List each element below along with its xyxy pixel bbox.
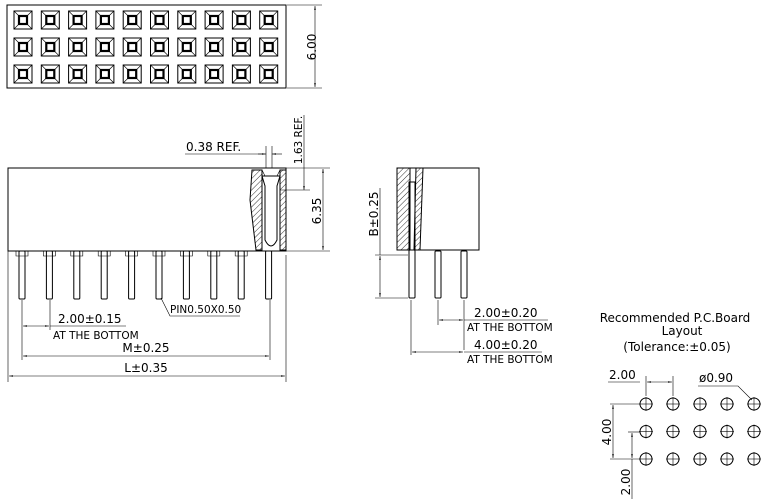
top-cell	[177, 37, 197, 57]
dim-ref-038: 0.38 REF.	[186, 140, 241, 154]
top-cell	[40, 64, 60, 84]
pcb-hole	[666, 397, 680, 411]
top-cell	[150, 10, 169, 30]
dim-pitch-note: AT THE BOTTOM	[53, 330, 139, 342]
front-pin	[180, 250, 193, 300]
top-cell	[150, 37, 169, 57]
side-pin-2	[434, 250, 442, 299]
dim-height-label: 6.35	[310, 198, 324, 225]
contact-spring	[261, 175, 281, 247]
top-view: 6.00	[6, 4, 322, 89]
top-cell	[68, 10, 88, 30]
top-cell	[259, 10, 279, 30]
top-cell	[40, 10, 60, 30]
dim-side-pitch1-note: AT THE BOTTOM	[467, 322, 553, 334]
dim-width-label: 6.00	[305, 34, 319, 61]
front-view-pins	[15, 250, 273, 300]
side-view: B±0.25 2.00±0.20 AT THE BOTTOM 4.00±0.20…	[367, 167, 553, 366]
top-cell	[68, 37, 88, 57]
front-pin	[234, 250, 248, 300]
front-pin	[265, 250, 273, 300]
top-cell	[177, 64, 197, 84]
front-pin	[43, 250, 56, 300]
top-cell	[95, 64, 115, 84]
top-cell	[13, 64, 33, 84]
top-cell	[13, 10, 33, 30]
top-cell	[204, 10, 224, 30]
pcb-hole	[666, 452, 680, 466]
pcb-hole-label: ø0.90	[699, 371, 733, 385]
dim-side-pitch1: 2.00±0.20	[474, 306, 538, 320]
pcb-dim-y2: 2.00	[619, 469, 633, 496]
section-left-wall	[249, 169, 263, 251]
pcb-hole	[666, 424, 680, 439]
pcb-hole	[747, 424, 761, 439]
dim-m-label: M±0.25	[122, 341, 169, 355]
pcb-title-line1: Recommended P.C.Board	[600, 311, 751, 325]
top-cell	[259, 64, 279, 84]
pcb-hole	[720, 452, 734, 466]
front-view-body	[7, 167, 287, 252]
pcb-hole	[693, 397, 707, 411]
section-right-wall	[279, 169, 287, 251]
front-pin	[15, 250, 29, 300]
top-cell	[204, 64, 224, 84]
pcb-layout: Recommended P.C.Board Layout (Tolerance:…	[600, 311, 761, 499]
pcb-title-line3: (Tolerance:±0.05)	[623, 340, 730, 354]
top-cell	[231, 64, 251, 84]
front-pin	[207, 250, 221, 300]
pcb-dim-x: 2.00	[609, 368, 636, 382]
top-cell	[259, 37, 279, 57]
top-cell	[150, 64, 169, 84]
side-section-left	[396, 167, 411, 251]
top-cell	[177, 10, 197, 30]
pcb-hole	[693, 424, 707, 439]
dim-pitch-label: 2.00±0.15	[58, 312, 122, 326]
pcb-hole	[747, 452, 761, 466]
top-cell	[231, 10, 251, 30]
front-pin	[97, 250, 111, 300]
pcb-hole	[639, 424, 653, 439]
dim-l-label: L±0.35	[124, 361, 167, 375]
dim-ref-163: 1.63 REF.	[293, 116, 305, 164]
pcb-hole	[720, 397, 734, 411]
dim-b-label: B±0.25	[367, 191, 381, 236]
top-cell	[13, 37, 33, 57]
top-cell	[231, 37, 251, 57]
top-cell	[204, 37, 224, 57]
top-view-cells	[13, 10, 279, 84]
dim-side-pitch2-note: AT THE BOTTOM	[467, 354, 553, 366]
pcb-hole	[639, 397, 653, 411]
pcb-hole	[747, 397, 761, 411]
side-pin-1	[408, 249, 416, 299]
top-cell	[122, 10, 142, 30]
top-cell	[40, 37, 60, 57]
pin-size-label: PIN0.50X0.50	[170, 304, 241, 316]
top-view-outline	[6, 4, 287, 89]
top-cell	[95, 10, 115, 30]
dim-side-pitch2: 4.00±0.20	[474, 338, 538, 352]
pcb-dim-y1: 4.00	[600, 419, 614, 446]
top-cell	[95, 37, 115, 57]
pcb-holes	[639, 397, 761, 466]
pcb-title-line2: Layout	[662, 324, 703, 338]
pcb-hole	[639, 452, 653, 466]
front-pin	[125, 250, 138, 300]
front-view: 0.38 REF. 1.63 REF. 6.35 2.00±0.15 AT TH…	[7, 115, 330, 382]
top-cell	[122, 64, 142, 84]
pcb-hole	[693, 452, 707, 466]
top-cell	[68, 64, 88, 84]
front-pin	[70, 250, 84, 300]
pcb-hole	[720, 424, 734, 439]
side-pin-3	[460, 250, 468, 299]
top-cell	[122, 37, 142, 57]
front-pin	[152, 250, 166, 300]
